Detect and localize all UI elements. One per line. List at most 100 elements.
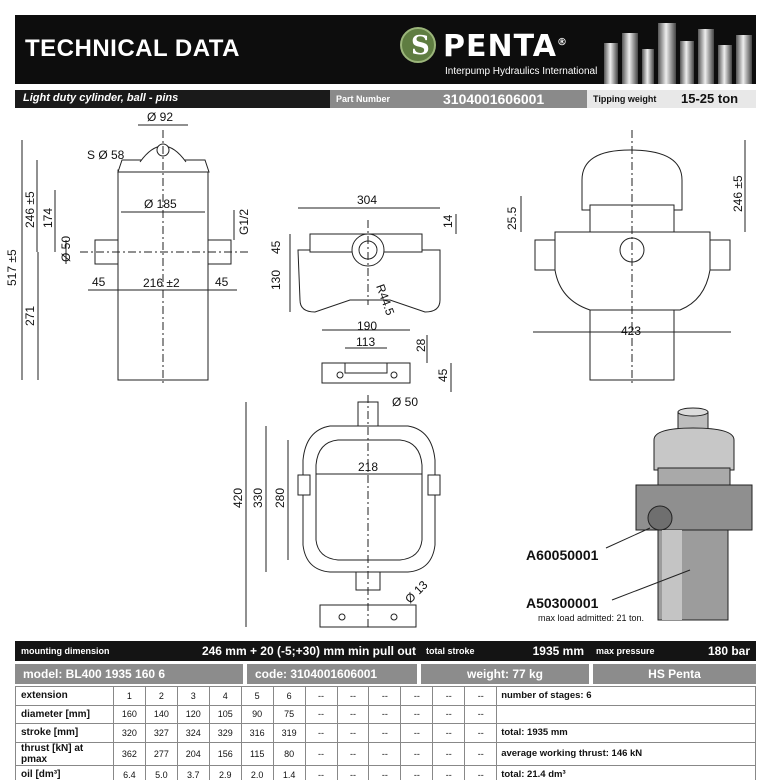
dim-height-271: 271 <box>23 306 37 326</box>
dim-port-size: G1/2 <box>237 209 251 235</box>
row-summary: total: 1935 mm <box>496 723 756 743</box>
total-stroke-value: 1935 mm <box>500 641 590 661</box>
mounting-dimension-value: 246 mm + 20 (-5;+30) mm min pull out <box>165 641 420 661</box>
penta-logo-icon: S <box>400 27 436 63</box>
dim-offset-25: 25.5 <box>505 206 519 230</box>
dim-frame-218: 218 <box>358 460 378 474</box>
tipping-weight-label: Tipping weight <box>587 90 677 108</box>
table-cell: 320 <box>112 723 146 743</box>
table-cell: -- <box>304 704 338 725</box>
dim-base-113: 113 <box>356 335 375 349</box>
brand-logo: PENTA® <box>443 29 568 64</box>
row-label: thrust [kN] at pmax <box>15 741 114 766</box>
table-cell: -- <box>336 686 370 706</box>
page-title: TECHNICAL DATA <box>25 35 240 62</box>
dim-pin-span: 216 ±2 <box>143 276 180 290</box>
dim-left-45: 45 <box>92 275 106 289</box>
table-cell: -- <box>336 741 370 766</box>
table-cell: 319 <box>272 723 306 743</box>
dim-base-190: 190 <box>357 319 377 333</box>
table-cell: 2.0 <box>240 764 274 780</box>
table-cell: -- <box>368 686 402 706</box>
table-cell: 80 <box>272 741 306 766</box>
table-cell: 329 <box>208 723 242 743</box>
base-plate-drawing <box>321 329 452 392</box>
table-cell: -- <box>368 741 402 766</box>
table-cell: 6 <box>272 686 306 706</box>
max-pressure-value: 180 bar <box>680 641 756 661</box>
row-summary <box>496 704 756 725</box>
table-cell: 327 <box>144 723 178 743</box>
dim-frame-330: 330 <box>251 488 265 508</box>
dim-width-423: 423 <box>621 324 641 338</box>
table-cell: 5.0 <box>144 764 178 780</box>
table-cell: -- <box>304 686 338 706</box>
dim-body-diameter: Ø 185 <box>144 197 177 211</box>
dim-frame-hole: Ø 13 <box>402 578 431 607</box>
row-summary: total: 21.4 dm³ <box>496 764 756 780</box>
dim-bracket-14: 14 <box>441 214 455 228</box>
max-pressure-label: max pressure <box>590 641 680 661</box>
callout-part-lower: A50300001 <box>526 595 599 611</box>
row-label: oil [dm³] <box>15 764 114 780</box>
table-cell: -- <box>336 704 370 725</box>
table-cell: -- <box>464 723 498 743</box>
table-cell: -- <box>304 741 338 766</box>
table-cell: -- <box>432 704 466 725</box>
dim-base-45: 45 <box>436 368 450 382</box>
dimension-labels: Ø 92 S Ø 58 Ø 185 45 216 ±2 45 517 ±5 24… <box>5 110 745 623</box>
table-cell: -- <box>400 686 434 706</box>
table-cell: 316 <box>240 723 274 743</box>
table-cell: -- <box>464 741 498 766</box>
table-cell: -- <box>464 704 498 725</box>
table-cell: -- <box>336 723 370 743</box>
table-cell: 277 <box>144 741 178 766</box>
dim-bracket-width: 304 <box>357 193 377 207</box>
table-cell: -- <box>400 741 434 766</box>
spec-bar-secondary: model: BL400 1935 160 6 code: 3104001606… <box>15 664 756 684</box>
dim-bracket-45: 45 <box>269 240 283 254</box>
table-cell: 204 <box>176 741 210 766</box>
code-info: code: 3104001606001 <box>247 664 417 684</box>
table-cell: 3.7 <box>176 764 210 780</box>
brand-info: HS Penta <box>593 664 756 684</box>
total-stroke-label: total stroke <box>420 641 500 661</box>
technical-drawings: Ø 92 S Ø 58 Ø 185 45 216 ±2 45 517 ±5 24… <box>5 110 753 630</box>
mounting-dimension-label: mounting dimension <box>15 641 165 661</box>
header-banner: TECHNICAL DATA S PENTA® Interpump Hydrau… <box>15 15 756 84</box>
table-cell: -- <box>400 704 434 725</box>
tipping-weight-value: 15-25 ton <box>677 90 756 108</box>
dim-total-height: 517 ±5 <box>5 249 19 286</box>
table-cell: 90 <box>240 704 274 725</box>
spec-bar-primary: mounting dimension 246 mm + 20 (-5;+30) … <box>15 641 756 661</box>
table-cell: 2.9 <box>208 764 242 780</box>
row-label: stroke [mm] <box>15 723 114 743</box>
side-view-drawing <box>21 124 250 385</box>
table-cell: -- <box>304 764 338 780</box>
part-number-value: 3104001606001 <box>437 90 587 108</box>
table-cell: -- <box>368 764 402 780</box>
weight-info: weight: 77 kg <box>421 664 589 684</box>
dim-base-28: 28 <box>414 338 428 352</box>
table-cell: 5 <box>240 686 274 706</box>
dim-frame-280: 280 <box>273 488 287 508</box>
table-cell: 75 <box>272 704 306 725</box>
cradle-frame-drawing <box>245 395 441 630</box>
table-cell: 156 <box>208 741 242 766</box>
part-number-label: Part Number <box>330 90 437 108</box>
dim-right-height-246: 246 ±5 <box>731 175 745 212</box>
table-cell: 115 <box>240 741 274 766</box>
table-cell: 6.4 <box>112 764 146 780</box>
dim-top-diameter: Ø 92 <box>147 110 173 124</box>
table-cell: 2 <box>144 686 178 706</box>
dim-pin-diameter: Ø 50 <box>59 236 73 262</box>
table-cell: 4 <box>208 686 242 706</box>
mount-bracket-drawing <box>289 207 457 313</box>
table-cell: -- <box>400 764 434 780</box>
dim-height-174: 174 <box>41 208 55 228</box>
table-cell: -- <box>336 764 370 780</box>
